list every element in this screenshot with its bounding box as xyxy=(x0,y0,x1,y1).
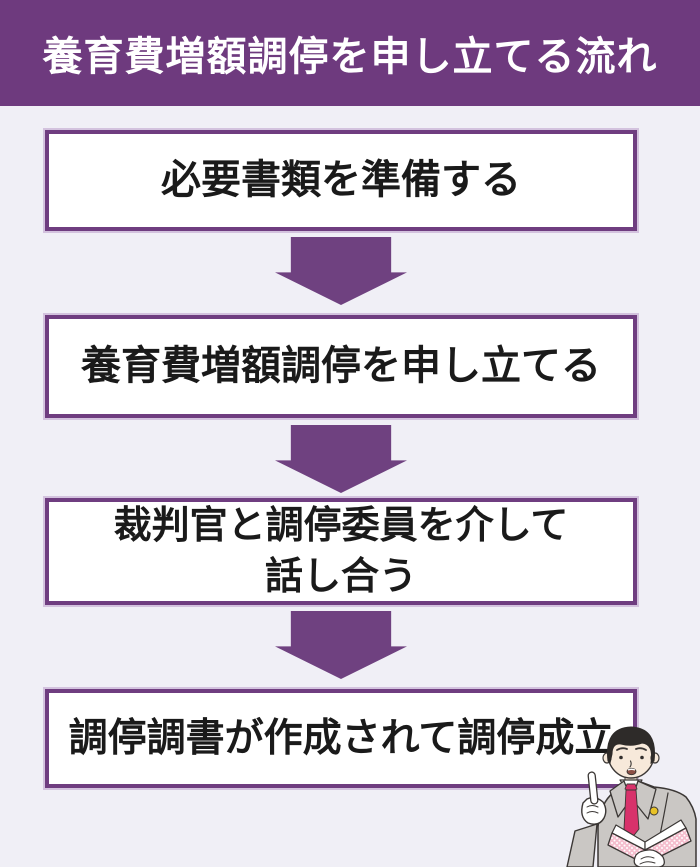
step-2-label: 養育費増額調停を申し立てる xyxy=(81,344,601,389)
step-box-3: 裁判官と調停委員を介して 話し合う xyxy=(45,498,637,605)
step-1-label: 必要書類を準備する xyxy=(161,158,521,203)
down-arrow-icon xyxy=(275,237,407,305)
step-3-label-line-1: 裁判官と調停委員を介して xyxy=(113,505,569,548)
step-box-1: 必要書類を準備する xyxy=(45,130,637,231)
down-arrow-icon xyxy=(275,611,407,679)
pointing-finger xyxy=(587,771,599,805)
step-4-label: 調停調書が作成されて調停成立 xyxy=(68,716,614,760)
step-box-4: 調停調書が作成されて調停成立 xyxy=(45,689,637,788)
lawyer-illustration xyxy=(566,726,697,867)
step-3-label-line-2: 話し合う xyxy=(264,555,417,598)
page-title: 養育費増額調停を申し立てる流れ xyxy=(42,35,658,79)
lawyer-badge-icon xyxy=(649,806,659,816)
header-banner: 養育費増額調停を申し立てる流れ xyxy=(0,0,700,106)
step-box-2: 養育費増額調停を申し立てる xyxy=(45,315,637,418)
down-arrow-icon xyxy=(275,425,407,493)
